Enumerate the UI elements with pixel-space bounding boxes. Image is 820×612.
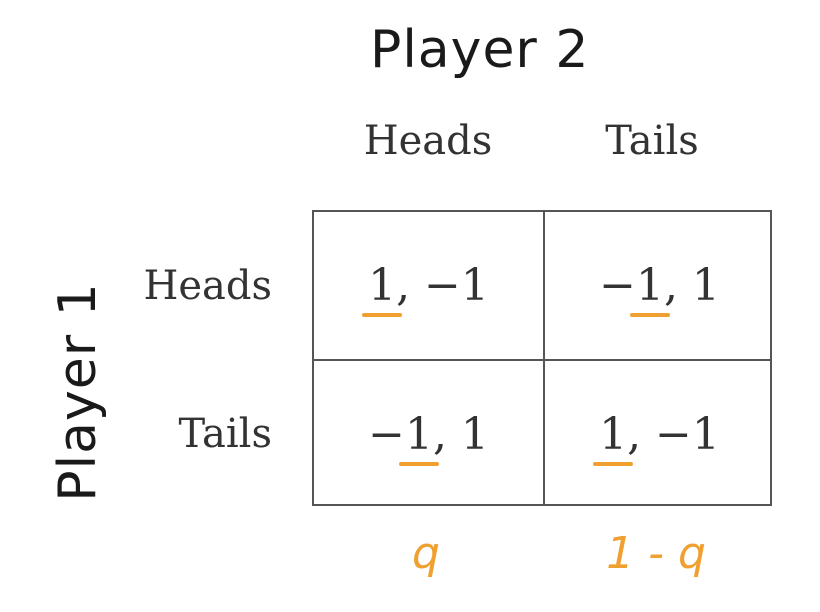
p1-payoff: 1 [362,260,403,317]
p1-payoff-value: 1 [599,409,628,460]
column-header-tails: Tails [605,118,699,164]
payoff-cell-tails-tails: 1, −1 [545,361,774,508]
best-response-underline [362,313,403,317]
p1-payoff: 1 [593,409,634,466]
payoff-separator: , [396,260,425,311]
p1-payoff: 1 [398,409,439,466]
payoff-separator: , [432,409,461,460]
column-header-heads: Heads [363,118,493,164]
matrix-horizontal-divider [314,359,770,361]
p1-payoff-value: 1 [368,260,397,311]
payoff-cell-heads-heads: 1, −1 [314,212,543,359]
payoff-separator: , [663,260,692,311]
row-header-heads: Heads [143,263,272,309]
best-response-underline [398,462,439,466]
p2-payoff: −1 [655,409,720,460]
row-header-tails: Tails [178,411,272,457]
matrix-vertical-divider [543,212,545,504]
best-response-underline [629,313,670,317]
probability-label-tails: 1 - q [606,528,706,579]
payoff-matrix: 1, −1 −1, 1 −1, 1 1, −1 [312,210,772,506]
best-response-underline [593,462,634,466]
payoff-cell-tails-heads: −1, 1 [314,361,543,508]
probability-label-heads: q [412,528,440,579]
payoff-separator: , [627,409,656,460]
p1-payoff-prefix: − [368,409,405,460]
p2-payoff: −1 [424,260,489,311]
p1-payoff-value: 1 [404,409,433,460]
row-player-label: Player 1 [48,282,108,502]
column-player-label: Player 2 [370,20,590,80]
payoff-cell-heads-tails: −1, 1 [545,212,774,359]
p1-payoff-value: 1 [635,260,664,311]
p2-payoff: 1 [460,409,489,460]
p1-payoff-prefix: − [599,260,636,311]
p2-payoff: 1 [691,260,720,311]
p1-payoff: 1 [629,260,670,317]
